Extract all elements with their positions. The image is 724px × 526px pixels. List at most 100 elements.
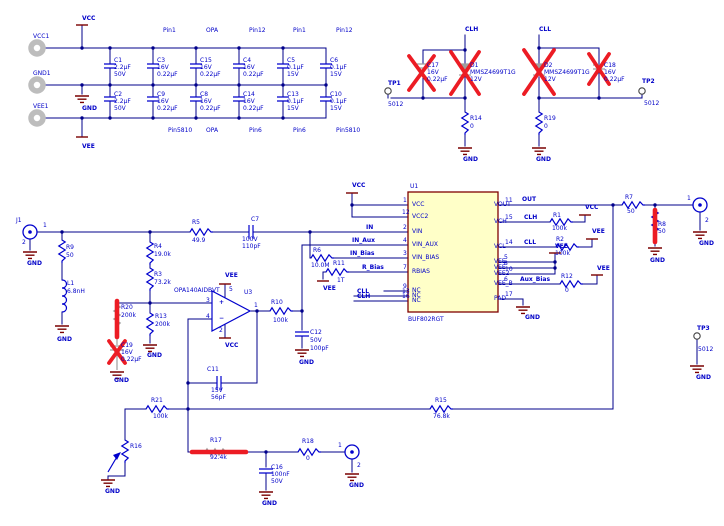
r12-val: 0 <box>565 287 569 294</box>
gnd-label-l1: GND <box>57 336 72 343</box>
d2-val: 12V <box>544 76 556 83</box>
u1-pin-nc2: NC <box>412 292 421 299</box>
pin-tag-10: Pin5810 <box>336 127 361 134</box>
gnd-label-pad: GND <box>525 314 540 321</box>
gnd-label-r16: GND <box>105 488 120 495</box>
vcc-net-label-u1: VCC <box>352 182 366 189</box>
inbias-net-label: IN_Bias <box>350 250 375 257</box>
u3-ref: U3 <box>244 289 253 296</box>
u1-pn-2: 2 <box>403 224 407 231</box>
j2-sma-connector[interactable] <box>692 197 708 213</box>
r11-ref: R11 <box>333 260 345 267</box>
d2-part: MMSZ4699T1G <box>544 69 590 76</box>
d1-val: 12V <box>470 76 482 83</box>
r9-ref: R9 <box>66 244 74 251</box>
r18-val: 0 <box>306 455 310 462</box>
r21-resistor <box>145 405 170 413</box>
c16-val2: 50V <box>271 478 283 485</box>
vee-net-label-r12: VEE <box>597 265 610 272</box>
tp3-part: 5012 <box>698 346 714 353</box>
c12-val2: 100pF <box>310 345 329 352</box>
gnd1-terminal[interactable] <box>28 76 46 94</box>
c1-val2: 50V <box>114 71 126 78</box>
u1-pin-vout: VOUT <box>494 201 511 208</box>
pin-tag-5: Pin12 <box>336 27 353 34</box>
c5-ref: C5 <box>287 57 296 64</box>
l1-ref: L1 <box>67 280 75 287</box>
u3-pn-1: 1 <box>254 302 258 309</box>
vcc-net-label-r1: VCC <box>585 204 599 211</box>
connectors <box>22 39 708 460</box>
tp2-testpoint[interactable] <box>638 87 646 95</box>
gnd-label-r13: GND <box>147 352 162 359</box>
j3-pn-1: 1 <box>338 442 342 449</box>
j3-sma-connector[interactable] <box>344 444 360 460</box>
vee-net-label-u3: VEE <box>225 272 238 279</box>
r15-resistor <box>429 405 454 413</box>
vee-net-label: VEE <box>82 143 95 150</box>
in-net-label: IN <box>366 224 374 231</box>
u1-pn-5: 5 <box>504 254 508 261</box>
c9-ref: C9 <box>157 91 166 98</box>
vcc-net-label: VCC <box>82 15 96 22</box>
c19-val2: 0.22µF <box>121 356 142 363</box>
u1-pin-vinaux: VIN_AUX <box>412 241 438 248</box>
c17-ref: C17 <box>427 62 439 69</box>
c13-val1: 0.1µF <box>287 98 304 105</box>
c7-val2: 110pF <box>242 243 261 250</box>
clh-net-label-r1: CLH <box>524 214 538 221</box>
r20-ref: R20 <box>121 304 133 311</box>
r3-resistor <box>146 267 154 292</box>
r10-val: 100k <box>273 317 288 324</box>
r15-ref: R15 <box>435 397 447 404</box>
r12-resistor <box>559 280 584 288</box>
c11-capacitor <box>216 376 222 390</box>
u1-pin-veeb: VEE_B <box>494 280 513 287</box>
c13-val2: 15V <box>287 105 299 112</box>
u3-plus: + <box>219 299 225 306</box>
cll-net-label-u1: CLL <box>357 288 370 295</box>
c1-val1: 2.2µF <box>114 64 131 71</box>
u1-pn-17: 17 <box>505 291 513 298</box>
r16-potentiometer <box>121 439 129 464</box>
u3-opamp-triangle <box>211 290 252 332</box>
d1-dnp-x <box>449 50 481 96</box>
gnd-label-c19: GND <box>114 377 129 384</box>
gnd-label-j3: GND <box>349 482 364 489</box>
r13-resistor <box>146 312 154 337</box>
r9-val: 50 <box>66 252 74 259</box>
r14-val: 0 <box>470 123 474 130</box>
r3-ref: R3 <box>154 271 162 278</box>
inaux-net-label: IN_Aux <box>352 237 376 244</box>
j2-pn-1: 1 <box>687 195 691 202</box>
c17-dnp-x <box>407 54 436 92</box>
vee1-terminal[interactable] <box>28 109 46 127</box>
out-net-label: OUT <box>522 196 537 203</box>
j1-pn-1: 1 <box>43 222 47 229</box>
u1-part: BUF802RGT <box>408 316 444 323</box>
c18-val2: 0.22µF <box>604 76 625 83</box>
u1-pin-vinbias: VIN_BIAS <box>412 254 440 261</box>
vcc1-terminal[interactable] <box>28 39 46 57</box>
r10-ref: R10 <box>271 299 283 306</box>
u1-buf802-body <box>407 191 499 313</box>
tp1-testpoint[interactable] <box>384 87 392 95</box>
vee-net-label-r2: VEE <box>592 228 605 235</box>
c2-val1: 2.2µF <box>114 98 131 105</box>
r8-ref: R8 <box>658 221 666 228</box>
pin-tag-7: OPA <box>206 127 219 134</box>
c14-val1: 16V <box>243 98 255 105</box>
u1-pn-4: 4 <box>403 237 407 244</box>
u1-pin-vee3: VEE2 <box>494 270 510 277</box>
tp3-testpoint[interactable] <box>693 332 701 340</box>
r20-val: 200k <box>121 312 136 319</box>
r10-resistor <box>269 307 294 315</box>
tp1-part: 5012 <box>388 101 404 108</box>
rbias-net-label: R_Bias <box>362 264 384 271</box>
d2-dnp-x <box>522 48 556 96</box>
r4-resistor <box>146 241 154 266</box>
u1-pin-vee2: VEE <box>494 264 506 271</box>
c13-ref: C13 <box>287 91 299 98</box>
r2-ref: R2 <box>556 236 564 243</box>
j1-sma-connector[interactable] <box>22 224 38 240</box>
